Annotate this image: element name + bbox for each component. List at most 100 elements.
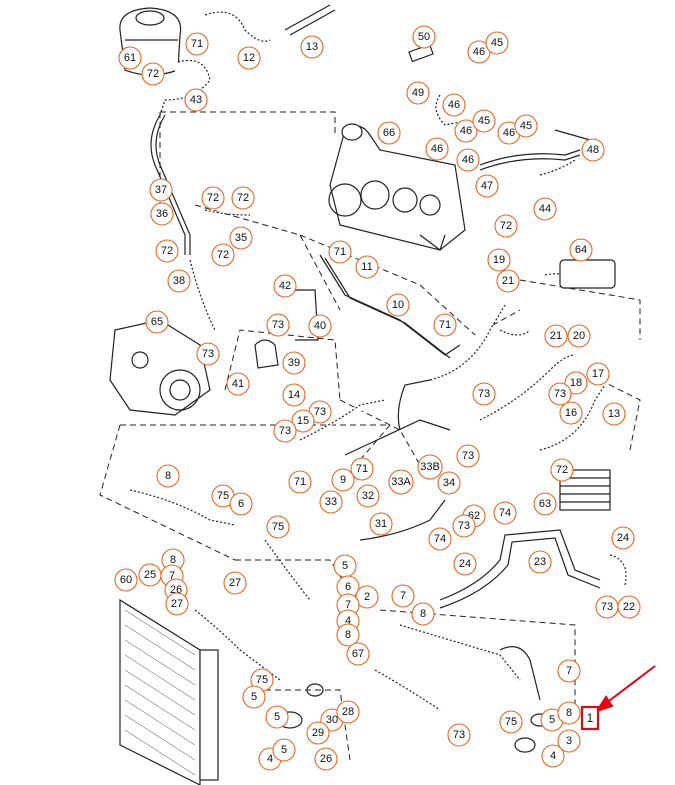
callout-33B[interactable]: 33B <box>417 454 443 480</box>
callout-42[interactable]: 42 <box>273 274 297 298</box>
callout-8[interactable]: 8 <box>557 701 581 725</box>
callout-75[interactable]: 75 <box>499 710 523 734</box>
callout-26[interactable]: 26 <box>314 747 338 771</box>
callout-27[interactable]: 27 <box>165 592 189 616</box>
callout-29[interactable]: 29 <box>306 721 330 745</box>
callout-73[interactable]: 73 <box>273 419 297 443</box>
callout-74[interactable]: 74 <box>428 527 452 551</box>
callout-36[interactable]: 36 <box>150 202 174 226</box>
callout-46[interactable]: 46 <box>442 93 466 117</box>
callout-17[interactable]: 17 <box>586 362 610 386</box>
callout-45[interactable]: 45 <box>485 31 509 55</box>
callout-19[interactable]: 19 <box>487 248 511 272</box>
callout-5[interactable]: 5 <box>540 708 564 732</box>
callout-47[interactable]: 47 <box>475 174 499 198</box>
callout-43[interactable]: 43 <box>184 88 208 112</box>
callout-32[interactable]: 32 <box>356 484 380 508</box>
callout-11[interactable]: 11 <box>355 255 379 279</box>
callout-25[interactable]: 25 <box>138 563 162 587</box>
callout-38[interactable]: 38 <box>167 269 191 293</box>
callout-46[interactable]: 46 <box>454 119 478 143</box>
callout-21[interactable]: 21 <box>496 269 520 293</box>
callout-15[interactable]: 15 <box>291 409 315 433</box>
callout-73[interactable]: 73 <box>447 723 471 747</box>
callout-72[interactable]: 72 <box>494 214 518 238</box>
callout-72[interactable]: 72 <box>550 458 574 482</box>
callout-73[interactable]: 73 <box>595 595 619 619</box>
callout-18[interactable]: 18 <box>564 371 588 395</box>
callout-33A[interactable]: 33A <box>388 469 414 495</box>
callout-44[interactable]: 44 <box>533 197 557 221</box>
callout-6[interactable]: 6 <box>336 575 360 599</box>
callout-72[interactable]: 72 <box>231 186 255 210</box>
callout-21[interactable]: 21 <box>544 324 568 348</box>
callout-71[interactable]: 71 <box>328 240 352 264</box>
callout-45[interactable]: 45 <box>472 109 496 133</box>
callout-28[interactable]: 28 <box>336 700 360 724</box>
callout-39[interactable]: 39 <box>282 351 306 375</box>
callout-71[interactable]: 71 <box>185 32 209 56</box>
callout-74[interactable]: 74 <box>493 501 517 525</box>
callout-63[interactable]: 63 <box>533 492 557 516</box>
callout-35[interactable]: 35 <box>229 226 253 250</box>
callout-34[interactable]: 34 <box>437 471 461 495</box>
callout-46[interactable]: 46 <box>425 137 449 161</box>
callout-46[interactable]: 46 <box>456 148 480 172</box>
callout-75[interactable]: 75 <box>250 668 274 692</box>
callout-16[interactable]: 16 <box>559 401 583 425</box>
callout-37[interactable]: 37 <box>149 178 173 202</box>
callout-71[interactable]: 71 <box>350 457 374 481</box>
callout-61[interactable]: 61 <box>118 46 142 70</box>
callout-23[interactable]: 23 <box>528 550 552 574</box>
callout-8[interactable]: 8 <box>336 623 360 647</box>
callout-3[interactable]: 3 <box>557 729 581 753</box>
callout-9[interactable]: 9 <box>331 468 355 492</box>
callout-72[interactable]: 72 <box>155 239 179 263</box>
callout-73[interactable]: 73 <box>452 514 476 538</box>
callout-20[interactable]: 20 <box>567 324 591 348</box>
callout-73[interactable]: 73 <box>548 382 572 406</box>
callout-72[interactable]: 72 <box>201 186 225 210</box>
callout-72[interactable]: 72 <box>211 243 235 267</box>
callout-7[interactable]: 7 <box>391 584 415 608</box>
callout-13[interactable]: 13 <box>602 402 626 426</box>
callout-7[interactable]: 7 <box>557 659 581 683</box>
callout-50[interactable]: 50 <box>412 25 436 49</box>
callout-73[interactable]: 73 <box>472 382 496 406</box>
callout-71[interactable]: 71 <box>433 313 457 337</box>
callout-73[interactable]: 73 <box>266 313 290 337</box>
callout-48[interactable]: 48 <box>581 138 605 162</box>
callout-33[interactable]: 33 <box>319 490 343 514</box>
callout-12[interactable]: 12 <box>237 46 261 70</box>
callout-24[interactable]: 24 <box>453 552 477 576</box>
callout-5[interactable]: 5 <box>265 705 289 729</box>
callout-45[interactable]: 45 <box>514 114 538 138</box>
callout-27[interactable]: 27 <box>223 571 247 595</box>
callout-73[interactable]: 73 <box>456 444 480 468</box>
callout-4[interactable]: 4 <box>541 744 565 768</box>
callout-60[interactable]: 60 <box>114 568 138 592</box>
callout-75[interactable]: 75 <box>211 484 235 508</box>
callout-8[interactable]: 8 <box>411 602 435 626</box>
callout-66[interactable]: 66 <box>377 121 401 145</box>
callout-13[interactable]: 13 <box>300 35 324 59</box>
callout-5[interactable]: 5 <box>272 738 296 762</box>
callout-14[interactable]: 14 <box>282 383 306 407</box>
callout-40[interactable]: 40 <box>308 314 332 338</box>
callout-71[interactable]: 71 <box>288 470 312 494</box>
callout-75[interactable]: 75 <box>266 515 290 539</box>
callout-64[interactable]: 64 <box>569 238 593 262</box>
callout-8[interactable]: 8 <box>156 464 180 488</box>
callout-73[interactable]: 73 <box>196 342 220 366</box>
callout-73[interactable]: 73 <box>308 400 332 424</box>
callout-22[interactable]: 22 <box>617 595 641 619</box>
callout-46[interactable]: 46 <box>497 121 521 145</box>
callout-67[interactable]: 67 <box>346 642 370 666</box>
callout-5[interactable]: 5 <box>242 685 266 709</box>
callout-6[interactable]: 6 <box>229 492 253 516</box>
callout-72[interactable]: 72 <box>141 62 165 86</box>
highlighted-part-callout[interactable]: 1 <box>580 665 656 731</box>
callout-65[interactable]: 65 <box>145 310 169 334</box>
callout-41[interactable]: 41 <box>226 372 250 396</box>
callout-5[interactable]: 5 <box>333 554 357 578</box>
